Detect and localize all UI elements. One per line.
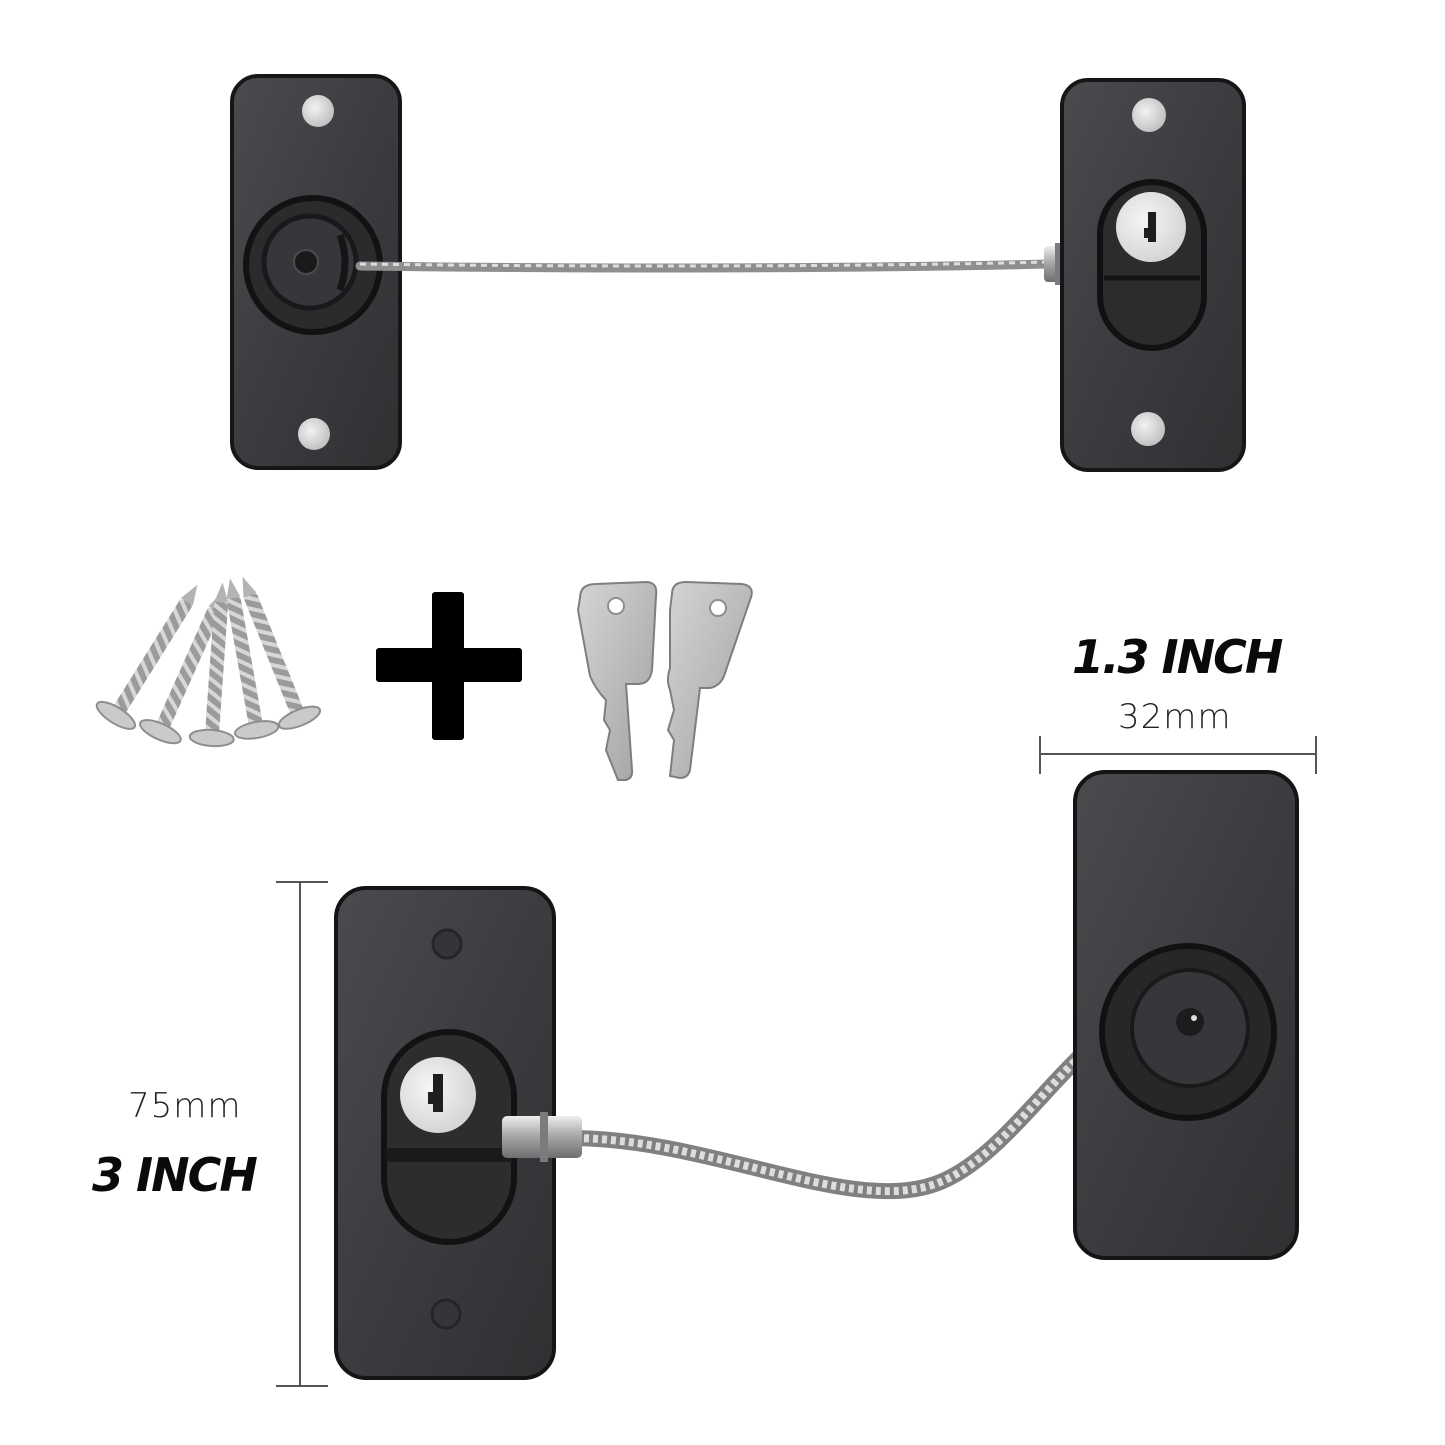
screw-head-icon [1132,98,1166,132]
bottom-anchor-plate [1073,770,1299,1260]
height-mm-label: 75mm [128,1086,242,1126]
screw-head-icon [298,418,330,450]
screw-head-icon [1131,412,1165,446]
top-lock-plate [1060,78,1246,472]
top-anchor-plate [230,74,402,470]
plus-icon [376,592,522,740]
width-inch-label: 1.3 INCH [1072,630,1283,684]
keys-icon [576,580,753,781]
bottom-cable [502,1012,1133,1200]
screws-set-icon [95,576,322,748]
height-dimension-line [276,881,328,1387]
height-inch-label: 3 INCH [92,1148,258,1202]
screw-head-icon [302,95,334,127]
width-mm-label: 32mm [1118,697,1232,737]
width-dimension-line [1039,736,1317,774]
top-cable [355,243,1082,285]
